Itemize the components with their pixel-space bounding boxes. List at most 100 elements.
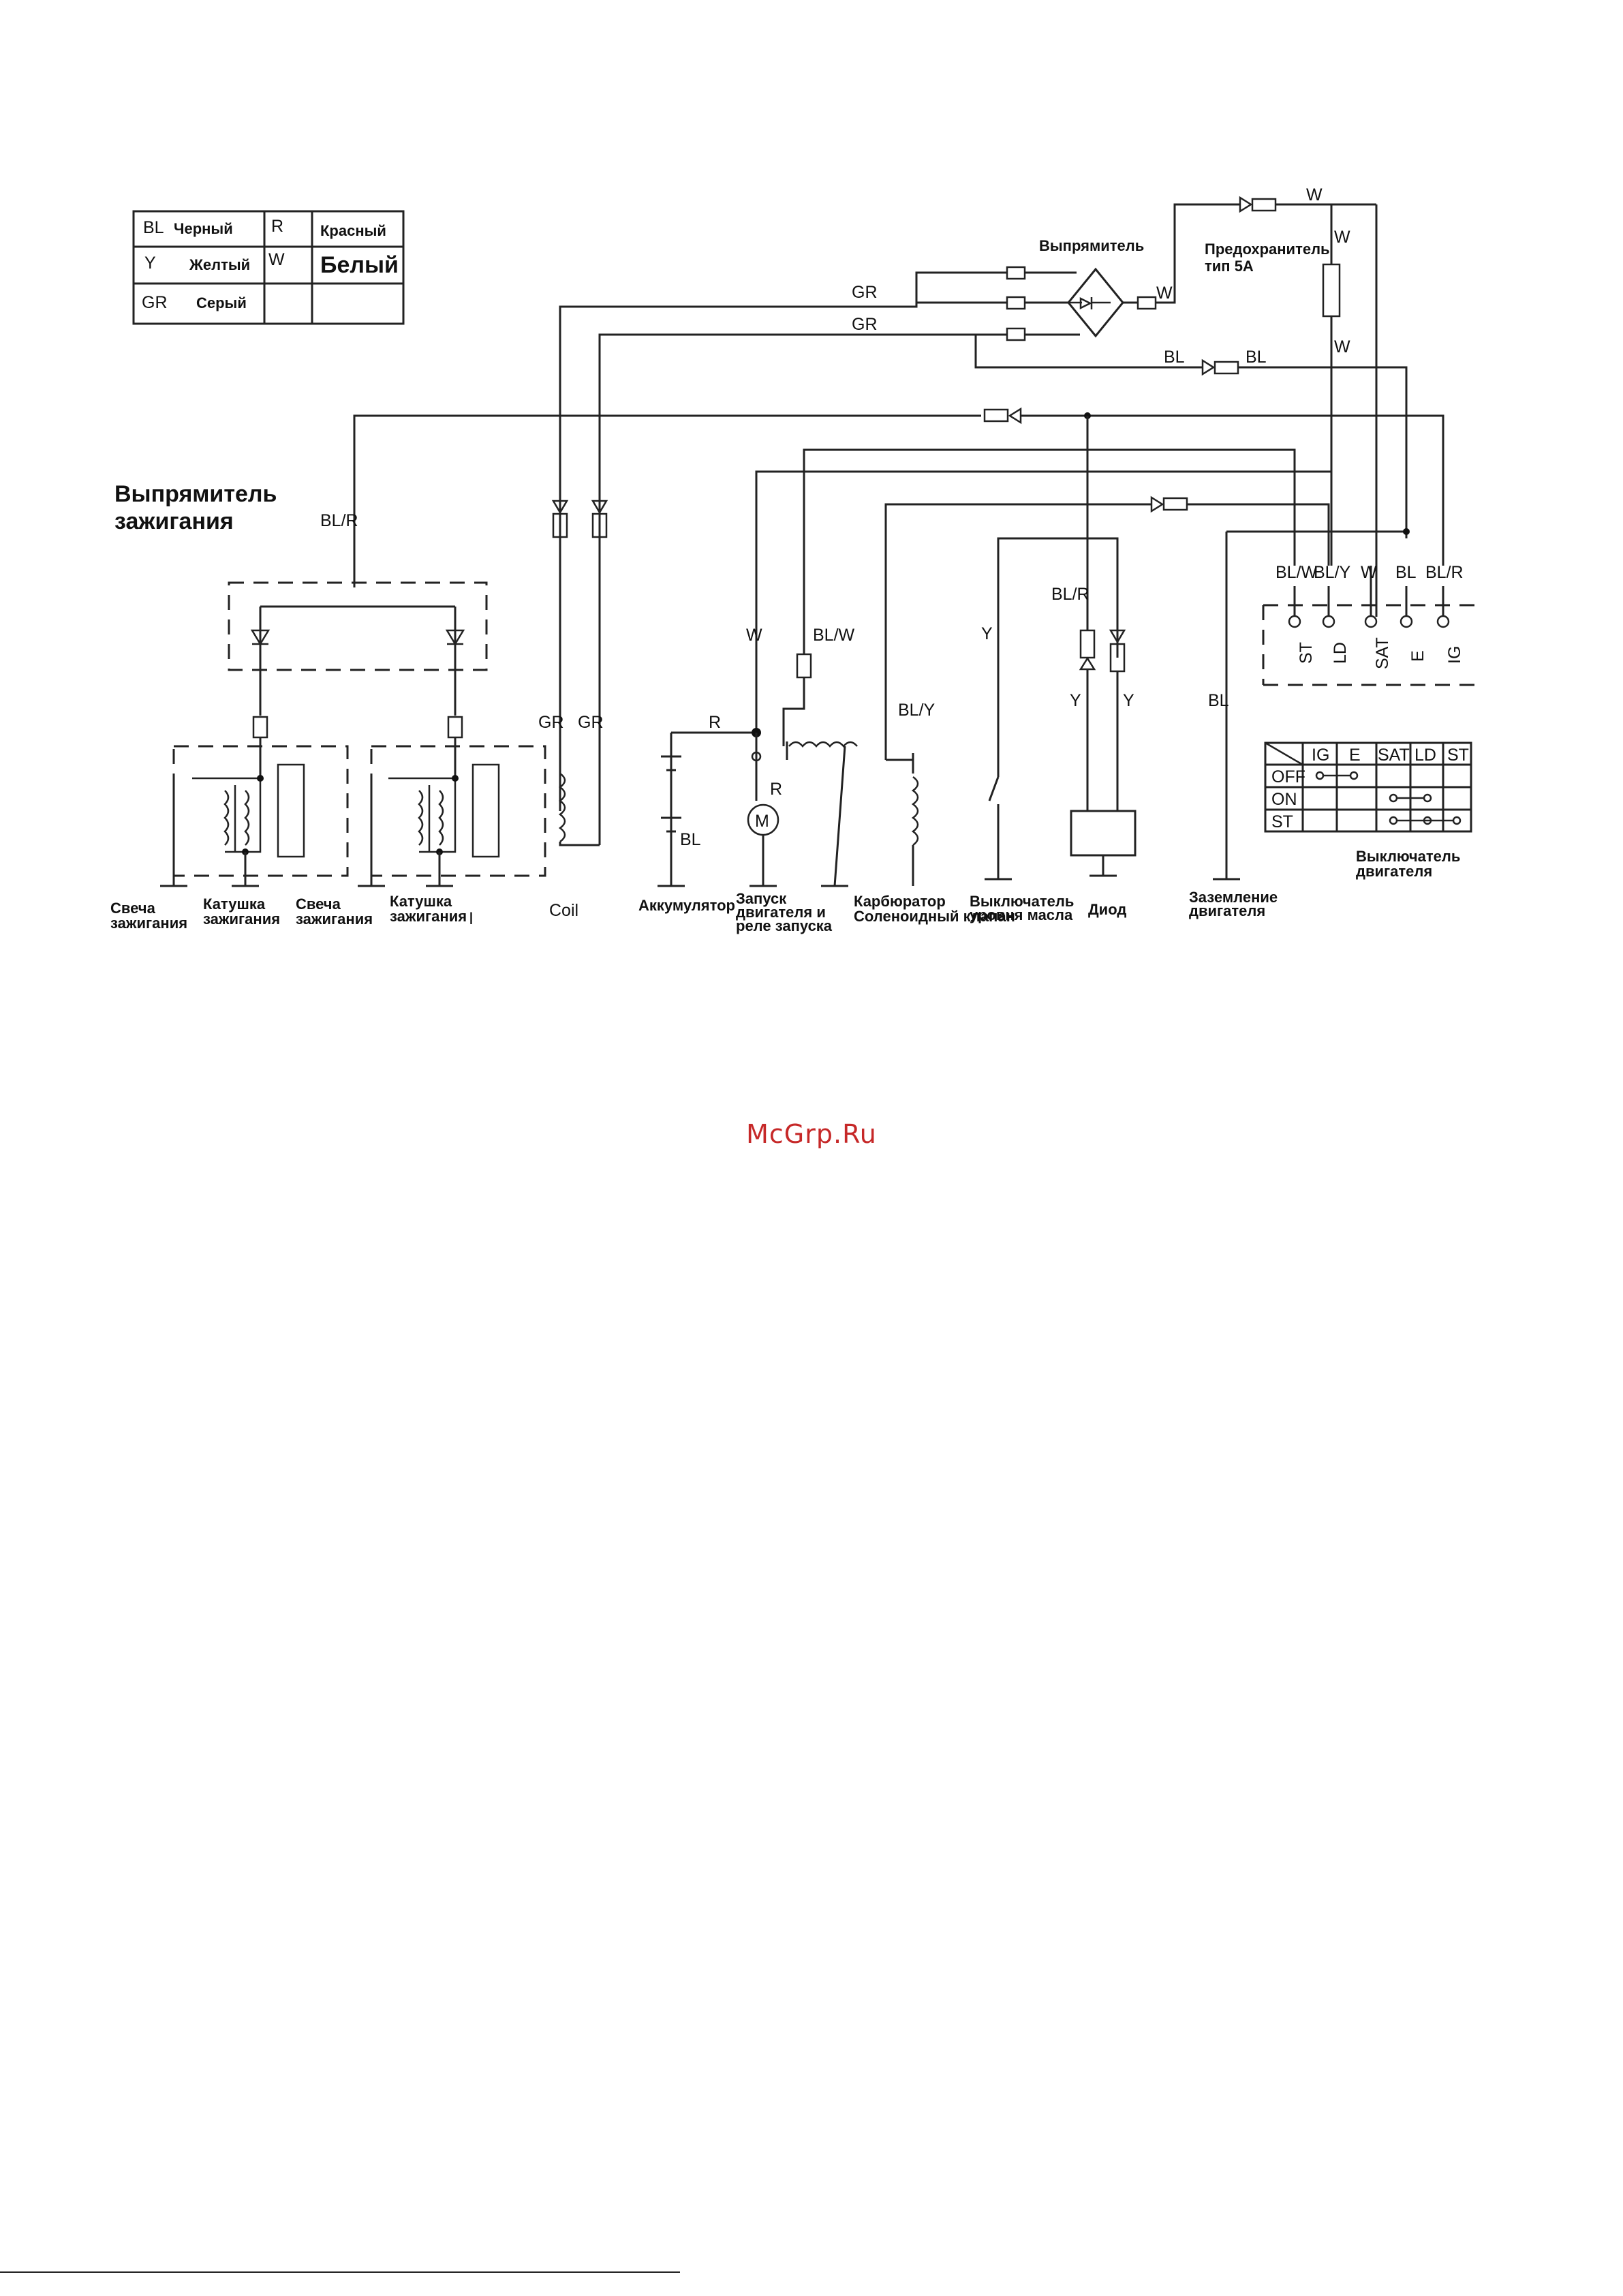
ignition-coil-2	[358, 716, 546, 887]
switch-header-ld: LD	[1415, 746, 1436, 765]
wire-bl-label-ground: BL	[1208, 691, 1229, 710]
terminal-st: ST	[1297, 642, 1316, 664]
svg-text:двигателя и: двигателя и	[736, 904, 826, 921]
svg-text:Свеча: Свеча	[296, 896, 341, 913]
wire-bly-label-carb: BL/Y	[898, 701, 936, 720]
motor-m-label: M	[755, 812, 769, 831]
wire-gr-label-coil-2: GR	[578, 713, 604, 732]
switch-header-st: ST	[1447, 746, 1469, 765]
carburetor-label: Карбюратор Соленоидный клапан	[854, 893, 1015, 925]
terminal-label-bly: BL/Y	[1314, 563, 1351, 582]
svg-text:зажигания: зажигания	[114, 508, 234, 534]
legend-code-w: W	[268, 250, 285, 269]
svg-text:реле запуска: реле запуска	[736, 917, 833, 934]
wire-y-label-oil: Y	[981, 624, 993, 643]
legend-name-black: Черный	[174, 220, 233, 237]
terminal-e: E	[1408, 650, 1427, 662]
legend-code-y: Y	[144, 254, 156, 273]
fuse-label: Предохранитель тип 5A	[1205, 241, 1330, 275]
roman-one-marker: I	[469, 909, 474, 928]
ignition-coil-label-2: Катушка зажигания	[390, 893, 467, 925]
ignition-rectifier	[228, 581, 488, 716]
svg-text:Свеча: Свеча	[110, 900, 156, 917]
switch-header-sat: SAT	[1378, 746, 1410, 765]
svg-text:Карбюратор: Карбюратор	[854, 893, 946, 910]
wire-bl-label-a: BL	[1164, 348, 1185, 367]
wire-bl-label-b: BL	[1246, 348, 1267, 367]
terminal-ld: LD	[1331, 642, 1350, 664]
svg-text:тип 5A: тип 5A	[1205, 258, 1254, 275]
rectifier-out-w-label: W	[1156, 284, 1173, 303]
terminal-label-w: W	[1361, 563, 1377, 582]
rectifier: Выпрямитель W	[1006, 237, 1173, 341]
svg-text:двигателя: двигателя	[1189, 902, 1265, 919]
coil-label: Coil	[549, 901, 578, 920]
charging-coil: GR GR Coil	[538, 500, 608, 920]
terminal-label-bl: BL	[1395, 563, 1417, 582]
switch-header-e: E	[1349, 746, 1361, 765]
starter-label: Запуск двигателя и реле запуска	[736, 890, 833, 934]
battery-label: Аккумулятор	[638, 897, 735, 914]
terminal-sat: SAT	[1373, 637, 1392, 669]
svg-text:Выключатель: Выключатель	[1356, 848, 1460, 865]
terminal-label-blw: BL/W	[1276, 563, 1318, 582]
wire-blw-label-starter: BL/W	[813, 626, 855, 645]
legend-code-gr: GR	[142, 293, 168, 312]
wire-r-label-starter: R	[770, 780, 782, 799]
legend-code-bl: BL	[143, 218, 164, 237]
wire-y-label-diode-2: Y	[1123, 691, 1134, 710]
starter-relay: M R BL/W W	[746, 626, 858, 887]
terminal-label-blr: BL/R	[1425, 563, 1464, 582]
diode-label: Диод	[1088, 901, 1126, 918]
wire-gr-label-2: GR	[852, 315, 878, 334]
wire-blr-label-left: BL/R	[320, 511, 358, 530]
footer-divider	[0, 2271, 680, 2273]
wire-gr-label-coil-1: GR	[538, 713, 564, 732]
svg-text:Выпрямитель: Выпрямитель	[114, 481, 277, 507]
svg-text:Катушка: Катушка	[390, 893, 452, 910]
svg-text:зажигания: зажигания	[390, 908, 467, 925]
wire-w-label-fuse: W	[1334, 228, 1350, 247]
oil-switch-label: Выключатель уровня масла	[970, 893, 1074, 923]
color-legend: BL Черный R Красный Y Желтый W Белый GR …	[132, 210, 405, 325]
legend-code-r: R	[271, 217, 283, 236]
svg-text:зажигания: зажигания	[296, 910, 373, 928]
legend-name-gray: Серый	[196, 294, 247, 311]
svg-text:двигателя: двигателя	[1356, 863, 1432, 880]
legend-name-yellow: Желтый	[189, 256, 250, 273]
battery: R BL Аккумулятор	[638, 713, 756, 914]
diode-box	[1070, 810, 1137, 857]
switch-row-st: ST	[1271, 812, 1293, 831]
ignition-coil-label-1: Катушка зажигания	[203, 896, 280, 928]
svg-text:Соленоидный клапан: Соленоидный клапан	[854, 908, 1015, 925]
wire-blr-label-diode: BL/R	[1051, 585, 1089, 604]
engine-switch-label: Выключатель двигателя	[1356, 848, 1460, 880]
terminal-ig: IG	[1445, 646, 1464, 664]
spark-plug-label-1: Свеча зажигания	[110, 900, 187, 932]
svg-text:Запуск: Запуск	[736, 890, 787, 907]
svg-text:Предохранитель: Предохранитель	[1205, 241, 1330, 258]
ignition-coil-1	[160, 716, 349, 887]
spark-plug-label-2: Свеча зажигания	[296, 896, 373, 928]
wire-gr-label-1: GR	[852, 283, 878, 302]
wire-w-label-fuse-2: W	[1334, 337, 1350, 356]
wire-w-label-top: W	[1306, 185, 1323, 204]
rectifier-label: Выпрямитель	[1039, 237, 1144, 254]
switch-header-ig: IG	[1312, 746, 1329, 765]
switch-row-off: OFF	[1271, 767, 1305, 786]
diode-assembly: BL/R Y Y Диод	[1051, 416, 1137, 918]
carburetor-solenoid: BL/Y	[886, 701, 936, 886]
engine-switch-table: IG E SAT LD ST OFF ON ST	[1264, 741, 1472, 833]
svg-text:зажигания: зажигания	[110, 915, 187, 932]
wire-y-label-diode-1: Y	[1070, 691, 1081, 710]
fuse-symbol	[1322, 263, 1341, 318]
wire-bl-label-battery: BL	[680, 830, 701, 849]
svg-text:Заземление: Заземление	[1189, 889, 1278, 906]
svg-text:зажигания: зажигания	[203, 910, 280, 928]
wire-r-label-battery: R	[709, 713, 721, 732]
watermark: McGrp.Ru	[746, 1119, 877, 1149]
svg-text:уровня масла: уровня масла	[970, 906, 1073, 923]
svg-text:Катушка: Катушка	[203, 896, 266, 913]
engine-switch-terminals: BL/W BL/Y W BL BL/R ST LD SAT E IG	[1262, 563, 1475, 686]
